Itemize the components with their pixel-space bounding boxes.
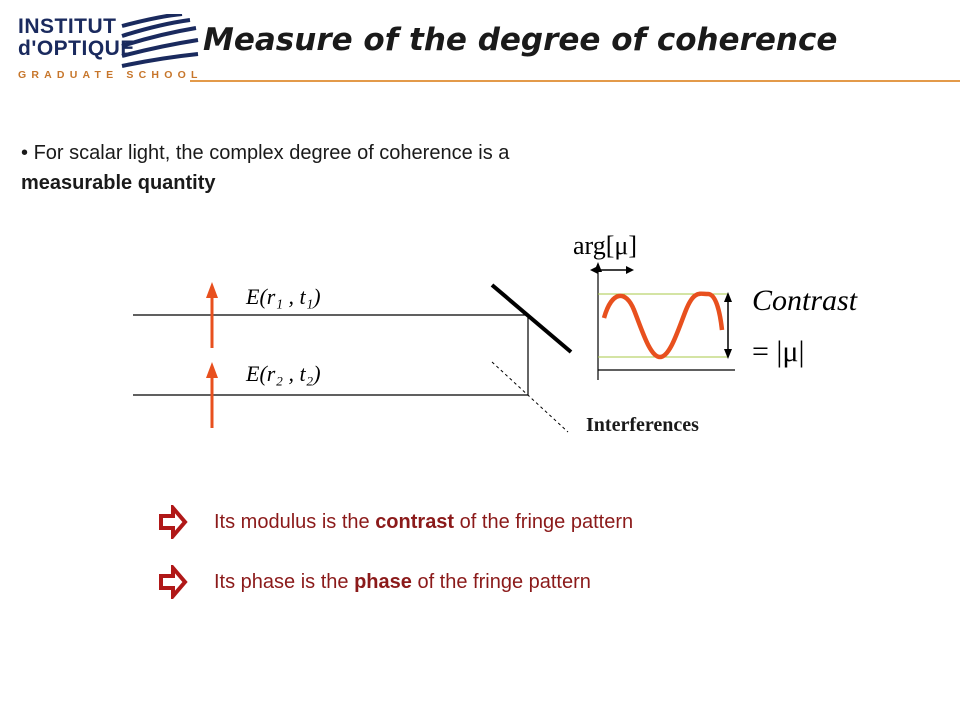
field-label-2: E(r₂ , t₂): [245, 361, 321, 386]
logo-line-1: INSTITUT: [18, 15, 117, 38]
logo-subtitle: GRADUATE SCHOOL: [18, 69, 203, 81]
conclusion-phase-bold: phase: [354, 571, 412, 593]
conclusion-phase-text: Its phase is the phase of the fringe pat…: [214, 565, 591, 599]
interferences-label: Interferences: [586, 414, 699, 436]
contrast-arrow-top-icon: [724, 292, 732, 302]
phase-arrow-left-icon: [590, 266, 598, 274]
page-title: Measure of the degree of coherence: [203, 22, 838, 58]
arg-label: arg[μ]: [573, 231, 637, 260]
conclusion-modulus-bold: contrast: [375, 511, 455, 533]
conclusion-phase-post: of the fringe pattern: [411, 571, 591, 593]
field-arrow-2-icon: [206, 362, 218, 428]
plot-y-axis-arrow-icon: [594, 262, 602, 272]
contrast-arrow-bottom-icon: [724, 349, 732, 359]
implies-arrow-icon: [159, 565, 188, 599]
bullet-point: • For scalar light, the complex degree o…: [21, 138, 721, 198]
mirror: [490, 283, 573, 354]
field-label-1: E(r₁ , t₁): [245, 284, 321, 309]
bullet-marker: •: [21, 142, 29, 164]
conclusion-modulus-text: Its modulus is the contrast of the fring…: [214, 505, 633, 539]
bullet-text: For scalar light, the complex degree of …: [33, 142, 510, 164]
field-arrow-1-icon: [206, 282, 218, 348]
phase-arrow-right-icon: [626, 266, 634, 274]
title-underline: [190, 80, 960, 82]
conclusion-phase-pre: Its phase is the: [214, 571, 355, 593]
logo-wordmark: INSTITUT d'OPTIQUE: [18, 16, 135, 60]
fringe-wave: [601, 291, 725, 360]
bullet-bold-text: measurable quantity: [21, 172, 216, 194]
conclusion-modulus-post: of the fringe pattern: [454, 511, 634, 533]
contrast-label: Contrast: [752, 284, 858, 317]
implies-arrow-icon: [159, 505, 188, 539]
conclusion-modulus-pre: Its modulus is the: [214, 511, 376, 533]
contrast-equation: = |μ|: [752, 335, 805, 368]
dashed-guide: [491, 361, 569, 433]
institut-optique-logo: INSTITUT d'OPTIQUE GRADUATE SCHOOL: [18, 14, 200, 86]
logo-arcs-icon: [121, 14, 199, 68]
logo-line-2: d'OPTIQUE: [18, 37, 135, 60]
